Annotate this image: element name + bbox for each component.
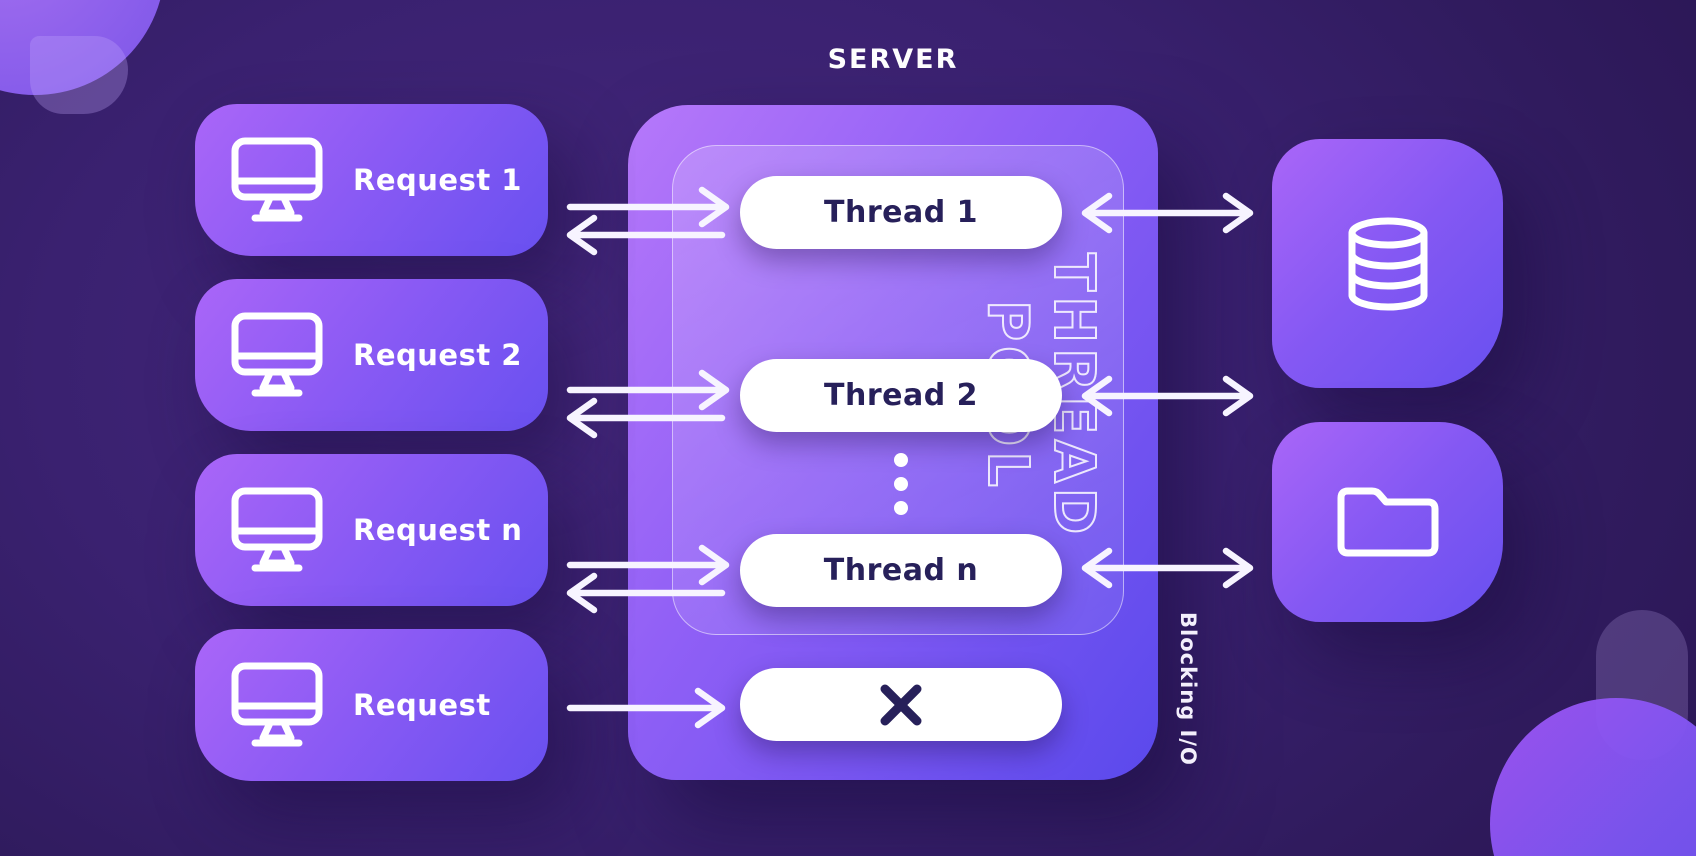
monitor-icon: [231, 662, 323, 747]
decorative-circle-bottom-right: [1490, 698, 1696, 856]
thread-pill-1: Thread 1: [740, 176, 1062, 249]
monitor-icon: [231, 137, 323, 222]
server-title: SERVER: [827, 44, 959, 75]
folder-icon: [1337, 487, 1438, 557]
file-storage-card: [1272, 422, 1503, 622]
thread-2-label: Thread 2: [824, 378, 978, 413]
decorative-leaf-top-left: [30, 36, 128, 114]
thread-1-label: Thread 1: [824, 195, 978, 230]
request-card-1: Request 1: [195, 104, 548, 256]
request-2-label: Request 2: [353, 338, 522, 372]
database-card: [1272, 139, 1503, 388]
request-card-n: Request n: [195, 454, 548, 606]
ellipsis-dot: [894, 477, 908, 491]
rejected-request-pill: [740, 668, 1062, 741]
request-card-blocked: Request: [195, 629, 548, 781]
database-icon: [1348, 217, 1427, 310]
request-label: Request: [353, 688, 491, 722]
request-n-label: Request n: [353, 513, 523, 547]
monitor-icon: [231, 487, 323, 572]
monitor-icon: [231, 312, 323, 397]
x-icon: [880, 684, 922, 725]
thread-pill-n: Thread n: [740, 534, 1062, 607]
ellipsis-dot: [894, 453, 908, 467]
thread-n-label: Thread n: [823, 553, 979, 588]
ellipsis-dot: [894, 501, 908, 515]
blocking-io-label: Blocking I/O: [1176, 612, 1200, 766]
request-1-label: Request 1: [353, 163, 522, 197]
thread-pill-2: Thread 2: [740, 359, 1062, 432]
request-card-2: Request 2: [195, 279, 548, 431]
